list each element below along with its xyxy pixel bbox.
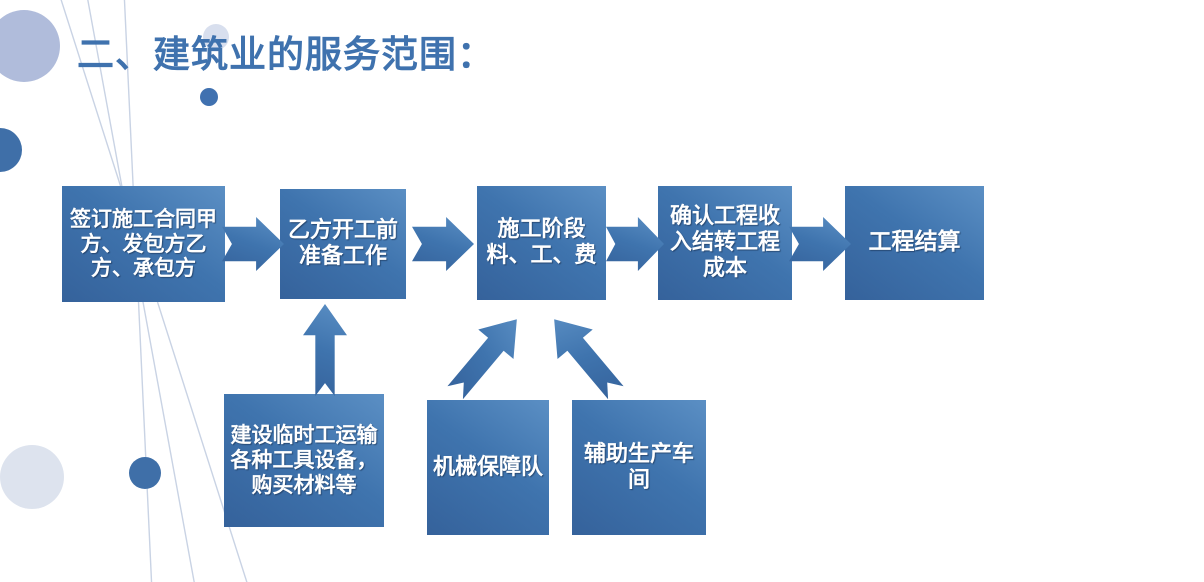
arrow-4-5-icon <box>789 217 851 271</box>
step-4-label: 确认工程收入结转工程成本 <box>669 204 780 281</box>
circle-left-edge-blue <box>0 128 22 172</box>
arrow-support2-step3-icon <box>438 304 535 407</box>
circle-top-left-lavender <box>0 10 60 82</box>
arrow-2-3-icon <box>412 217 474 271</box>
step-3-label: 施工阶段料、工、费 <box>486 217 597 268</box>
process-box-step-5[interactable]: 工程结算 <box>845 186 984 300</box>
arrow-support3-step3-icon <box>537 304 634 407</box>
arrow-1-2-icon <box>222 217 284 271</box>
process-box-step-1[interactable]: 签订施工合同甲方、发包方乙方、承包方 <box>62 186 225 302</box>
process-box-step-2[interactable]: 乙方开工前准备工作 <box>280 189 406 299</box>
circle-bottom-left-pale <box>0 445 64 509</box>
arrow-3-4-icon <box>606 217 664 271</box>
support-box-support-2[interactable]: 机械保障队 <box>427 400 549 535</box>
page-title: 二、建筑业的服务范围： <box>77 33 495 76</box>
process-box-step-4[interactable]: 确认工程收入结转工程成本 <box>658 186 792 300</box>
step-5-label: 工程结算 <box>868 229 961 256</box>
support-box-support-3[interactable]: 辅助生产车间 <box>572 400 706 535</box>
support-box-support-1[interactable]: 建设临时工运输各种工具设备，购买材料等 <box>224 394 384 527</box>
circle-title-dot <box>200 88 218 106</box>
support-2-label: 机械保障队 <box>433 454 544 480</box>
support-3-label: 辅助生产车间 <box>583 441 694 493</box>
circle-bottom-blue <box>129 457 161 489</box>
step-2-label: 乙方开工前准备工作 <box>287 218 398 269</box>
arrow-support1-step2-icon <box>303 304 347 396</box>
step-1-label: 签订施工合同甲方、发包方乙方、承包方 <box>70 206 217 281</box>
process-box-step-3[interactable]: 施工阶段料、工、费 <box>477 186 606 300</box>
support-1-label: 建设临时工运输各种工具设备，购买材料等 <box>230 423 378 497</box>
